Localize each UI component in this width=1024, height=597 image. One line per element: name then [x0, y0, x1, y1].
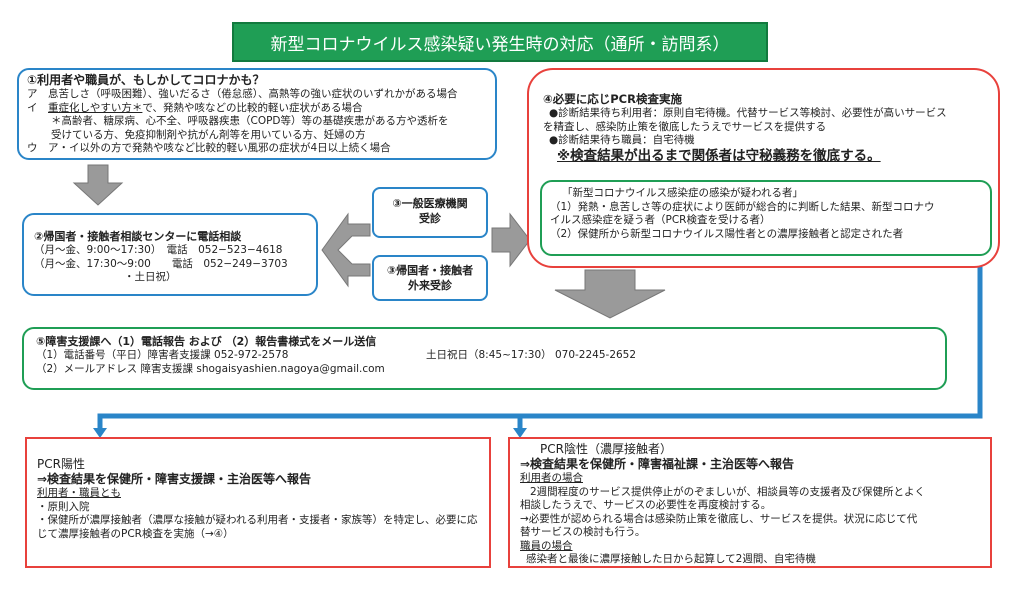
definition-item2: （2）保健所から新型コロナウイルス陽性者との濃厚接触者と認定された者 [550, 227, 904, 240]
step5-heading: ⑤障害支援課へ（1）電話報告 および （2）報告書様式をメール送信 [36, 335, 377, 348]
step1-heading: ①利用者や職員が、もしかしてコロナかも？ [27, 73, 265, 87]
negative-line1: 2週間程度のサービス提供停止がのぞましいが、相談員等の支援者及び保健所とよく [530, 485, 925, 498]
box-pcr-positive: PCR陽性 ⇒検査結果を保健所・障害支援課・主治医等へ報告 利用者・職員とも ・… [25, 437, 491, 568]
step2-line3: ・土日祝） [124, 271, 177, 283]
box-suspected-definition: 「新型コロナウイルス感染症の感染が疑われる者」 （1）発熱・息苦しさ等の症状によ… [540, 180, 992, 256]
step1-item-i: イ 重症化しやすい方＊で、発熱や咳などの比較的軽い症状がある場合 [27, 102, 487, 116]
step4-confidentiality-notice: ※検査結果が出るまで関係者は守秘義務を徹底する。 [557, 147, 881, 164]
positive-line2: ・保健所が濃厚接触者（濃厚な接触が疑われる利用者・支援者・家族等）を特定し、必要… [37, 514, 478, 526]
negative-subheading-staff: 職員の場合 [520, 539, 573, 552]
step5-phone-weekday: （1）電話番号（平日）障害者支援課 052-972-2578 [36, 349, 289, 361]
branch-arrow-2-to-3 [321, 212, 371, 288]
box-step2-phone-consult: ②帰国者・接触者相談センターに電話相談 （月～金、9:00～17:30） 電話 … [22, 213, 318, 296]
definition-item1: （1）発熱・息苦しさ等の症状により医師が総合的に判断した結果、新型コロナウ [550, 200, 935, 213]
step2-line1: （月～金、9:00～17:30） 電話 052−523−4618 [34, 244, 283, 256]
definition-item1-cont: イルス感染症を疑う者（PCR検査を受ける者） [550, 214, 771, 226]
step1-item-i-label: イ [27, 101, 48, 114]
step3b-line2: 外来受診 [408, 279, 452, 292]
down-arrow-1-to-2 [72, 164, 124, 206]
down-arrow-4-to-5 [554, 269, 666, 319]
negative-report: ⇒検査結果を保健所・障害福祉課・主治医等へ報告 [520, 457, 795, 471]
step1-note2: 受けている方、免疫抑制剤や抗がん剤等を用いている方、妊婦の方 [51, 128, 366, 141]
positive-line2-cont: じて濃厚接触者のPCR検査を実施（→④） [37, 527, 234, 540]
step5-email[interactable]: （2）メールアドレス 障害支援課 shogaisyashien.nagoya@g… [36, 362, 385, 375]
blue-arrowhead-positive [93, 428, 107, 438]
step4-bullet1-cont: を精査し、感染防止策を徹底したうえでサービスを提供する [543, 120, 827, 133]
positive-title: PCR陽性 [37, 457, 85, 471]
step1-item-i-underlined: 重症化しやすい方＊ [48, 101, 143, 114]
step1-note1: ＊高齢者、糖尿病、心不全、呼吸器疾患（COPD等）等の基礎疾患がある方や透析を [51, 115, 449, 127]
step5-phone-row: （1）電話番号（平日）障害者支援課 052-972-2578 土日祝日（8:45~… [36, 349, 933, 363]
negative-subheading-users: 利用者の場合 [520, 472, 583, 484]
negative-title: PCR陰性（濃厚接触者） [540, 442, 672, 456]
negative-line2: →必要性が認められる場合は感染防止策を徹底し、サービスを提供。状況に応じて代 [520, 512, 918, 525]
right-arrow-3-to-4 [491, 212, 531, 268]
positive-subheading: 利用者・職員とも [37, 487, 121, 499]
positive-line1: ・原則入院 [37, 500, 90, 513]
step3a-line2: 受診 [419, 212, 441, 225]
step5-phone-holiday: 土日祝日（8:45~17:30） 070-2245-2652 [426, 349, 637, 361]
page-title: 新型コロナウイルス感染疑い発生時の対応（通所・訪問系） [232, 22, 768, 62]
negative-line3: 感染者と最後に濃厚接触した日から起算して2週間、自宅待機 [526, 553, 816, 565]
step2-heading: ②帰国者・接触者相談センターに電話相談 [34, 230, 242, 243]
definition-title: 「新型コロナウイルス感染症の感染が疑われる者」 [562, 187, 803, 199]
blue-connector-line [97, 262, 983, 430]
step1-item-a: ア 息苦しさ（呼吸困難）、強いだるさ（倦怠感）、高熱等の強い症状のいずれかがある… [27, 88, 458, 100]
step3b-line1: ③帰国者・接触者 [386, 264, 474, 277]
step1-item-i-rest: で、発熱や咳などの比較的軽い症状がある場合 [142, 101, 363, 114]
step2-line2: （月～金、17:30～9:00 電話 052−249−3703 [34, 257, 288, 270]
box-pcr-negative: PCR陰性（濃厚接触者） ⇒検査結果を保健所・障害福祉課・主治医等へ報告 利用者… [508, 437, 992, 568]
step4-bullet1: ●診断結果待ち利用者：原則自宅待機。代替サービス等検討、必要性が高いサービス [549, 107, 947, 119]
step3a-line1: ③一般医療機関 [392, 197, 468, 210]
step1-item-u: ウ ア・イ以外の方で発熱や咳など比較的軽い風邪の症状が4日以上続く場合 [27, 142, 391, 154]
box-step1-suspicion: ①利用者や職員が、もしかしてコロナかも？ ア 息苦しさ（呼吸困難）、強いだるさ（… [17, 68, 497, 160]
blue-arrowhead-negative [513, 428, 527, 438]
box-step5-report: ⑤障害支援課へ（1）電話報告 および （2）報告書様式をメール送信 （1）電話番… [22, 327, 947, 390]
step4-bullet2: ●診断結果待ち職員：自宅待機 [549, 134, 695, 146]
box-step3-outpatient: ③帰国者・接触者 外来受診 [372, 255, 488, 301]
positive-report: ⇒検査結果を保健所・障害支援課・主治医等へ報告 [37, 472, 312, 486]
negative-line2-cont: 替サービスの検討も行う。 [520, 526, 646, 538]
box-step3-general-clinic: ③一般医療機関 受診 [372, 187, 488, 238]
step4-heading: ④必要に応じPCR検査実施 [543, 92, 682, 106]
negative-line1-cont: 相談したうえで、サービスの必要性を再度検討する。 [520, 499, 772, 511]
